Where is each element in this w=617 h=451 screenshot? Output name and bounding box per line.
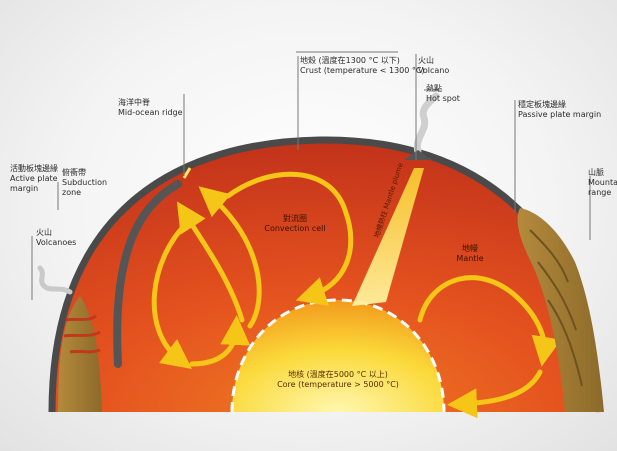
ridge-label: 海洋中脊 Mid-ocean ridge: [118, 98, 183, 118]
active-margin-label-zh: 活動板塊邊緣: [10, 164, 58, 174]
crust-label: 地殼 (溫度在1300 °C 以下) Crust (temperature < …: [300, 56, 425, 76]
volcano-label: 火山 Volcano: [418, 56, 449, 76]
crust-label-en: Crust (temperature < 1300 °C): [300, 66, 425, 76]
hotspot-label: 熱點 Hot spot: [426, 84, 460, 104]
mountain-label: 山脈 Mountain range: [588, 168, 617, 198]
core-label: 地核 (溫度在5000 °C 以上) Core (temperature > 5…: [268, 370, 408, 390]
hotspot-label-en: Hot spot: [426, 94, 460, 104]
core-label-en: Core (temperature > 5000 °C): [268, 380, 408, 390]
crust-label-zh: 地殼 (溫度在1300 °C 以下): [300, 56, 400, 65]
mountain-label-en: Mountain range: [588, 178, 617, 198]
core-label-zh: 地核 (溫度在5000 °C 以上): [268, 370, 408, 380]
hotspot-label-zh: 熱點: [426, 84, 460, 94]
subduction-label-zh: 俯衝帶: [62, 168, 108, 178]
convection-label: 對流圈 Convection cell: [250, 214, 340, 234]
convection-label-zh: 對流圈: [250, 214, 340, 224]
passive-margin-label: 穩定板塊邊緣 Passive plate margin: [518, 100, 601, 120]
volcano-label-zh: 火山: [418, 56, 449, 66]
mantle-label-en: Mantle: [440, 254, 500, 264]
mantle-label: 地幔 Mantle: [440, 244, 500, 264]
volcanoes-label-zh: 火山: [36, 228, 76, 238]
hotspot-smoke: [417, 96, 436, 152]
volcanoes-label: 火山 Volcanoes: [36, 228, 76, 248]
mountain-label-zh: 山脈: [588, 168, 617, 178]
subduction-label: 俯衝帶 Subduction zone: [62, 168, 108, 198]
active-margin-label-en: Active plate margin: [10, 174, 58, 194]
volcanoes-label-en: Volcanoes: [36, 238, 76, 248]
subduction-label-en: Subduction zone: [62, 178, 108, 198]
convection-label-en: Convection cell: [250, 224, 340, 234]
volcanoes-smoke: [40, 268, 70, 292]
ridge-label-zh: 海洋中脊: [118, 98, 183, 108]
volcano-label-en: Volcano: [418, 66, 449, 76]
mantle-label-zh: 地幔: [440, 244, 500, 254]
active-margin-label: 活動板塊邊緣 Active plate margin: [10, 164, 58, 194]
passive-margin-label-zh: 穩定板塊邊緣: [518, 100, 601, 110]
ridge-label-en: Mid-ocean ridge: [118, 108, 183, 118]
passive-margin-label-en: Passive plate margin: [518, 110, 601, 120]
